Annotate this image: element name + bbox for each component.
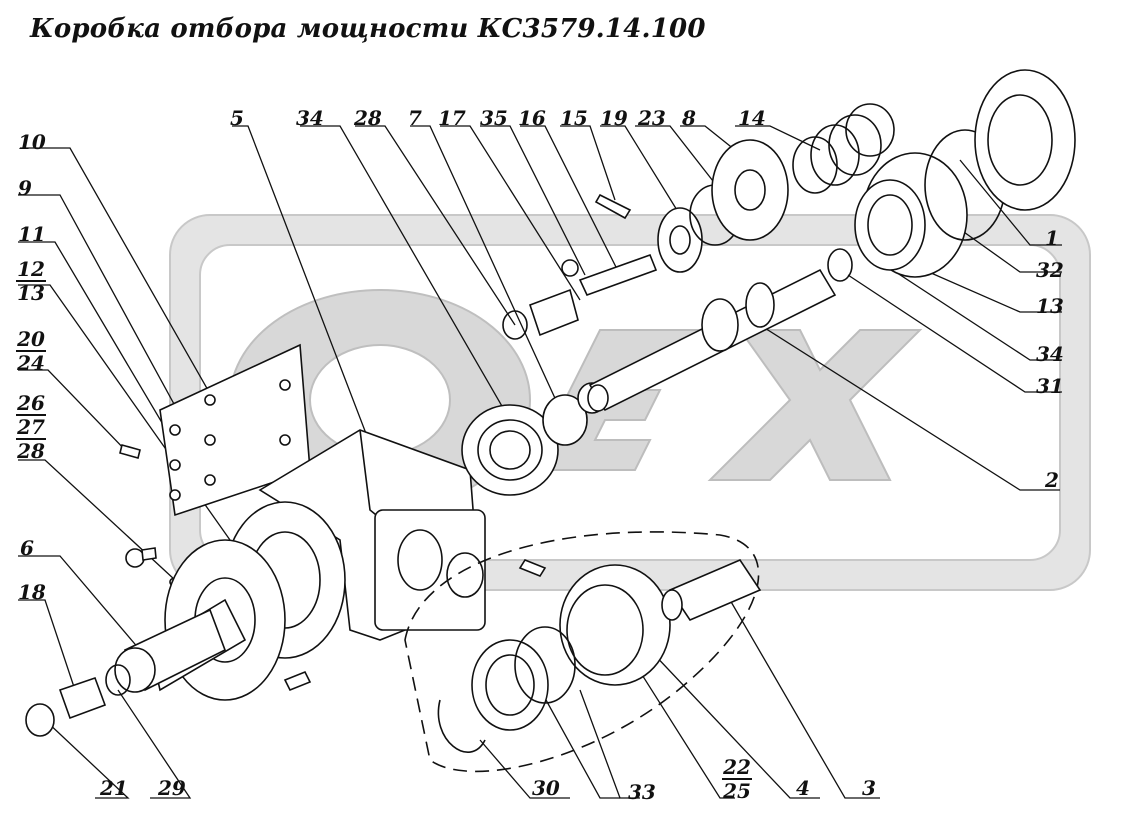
part-label-13-right: 13 <box>1036 294 1064 318</box>
part-label-20-24: 20 24 <box>16 328 46 374</box>
part-label-15: 15 <box>560 106 588 130</box>
part-label-19: 19 <box>600 106 628 130</box>
part-label-12-13: 12 13 <box>16 258 46 304</box>
part-label-28: 28 <box>354 106 382 130</box>
parts <box>25 69 1076 773</box>
part-label-28-left: 28 <box>17 439 45 463</box>
part-label-29: 29 <box>158 776 186 800</box>
part-label-1: 1 <box>1045 226 1059 250</box>
part-label-8: 8 <box>682 106 696 130</box>
part-label-33: 33 <box>628 780 656 804</box>
part-label-7: 7 <box>408 106 422 130</box>
part-label-18: 18 <box>18 580 46 604</box>
part-label-3: 3 <box>862 776 876 800</box>
part-label-22-25: 22 25 <box>722 756 752 802</box>
part-label-11: 11 <box>18 222 46 246</box>
part-label-26-27-28: 26 27 28 <box>16 392 46 462</box>
part-label-4: 4 <box>796 776 810 800</box>
part-label-25: 25 <box>723 779 751 803</box>
part-label-27: 27 <box>16 415 46 440</box>
part-label-30: 30 <box>532 776 560 800</box>
part-label-34-right: 34 <box>1036 342 1064 366</box>
leader-lines <box>18 125 1062 799</box>
part-label-35: 35 <box>480 106 508 130</box>
spring <box>792 103 895 194</box>
part-label-22: 22 <box>722 755 752 780</box>
part-label-14: 14 <box>738 106 766 130</box>
part-label-16: 16 <box>518 106 546 130</box>
part-label-24: 24 <box>17 351 45 375</box>
part-label-32: 32 <box>1036 258 1064 282</box>
part-label-26: 26 <box>16 391 46 416</box>
part-label-9: 9 <box>18 176 32 200</box>
part-label-5: 5 <box>230 106 244 130</box>
part-label-17: 17 <box>438 106 466 130</box>
part-label-13: 13 <box>17 281 45 305</box>
part-label-12: 12 <box>16 257 46 282</box>
part-label-20: 20 <box>16 327 46 352</box>
part-label-10: 10 <box>18 130 46 154</box>
part-label-23: 23 <box>638 106 666 130</box>
part-label-34-top: 34 <box>296 106 324 130</box>
page-title: Коробка отбора мощности КС3579.14.100 <box>30 14 706 44</box>
part-label-6: 6 <box>20 536 34 560</box>
part-label-21: 21 <box>100 776 128 800</box>
part-label-2: 2 <box>1045 468 1059 492</box>
part-label-31: 31 <box>1036 374 1064 398</box>
